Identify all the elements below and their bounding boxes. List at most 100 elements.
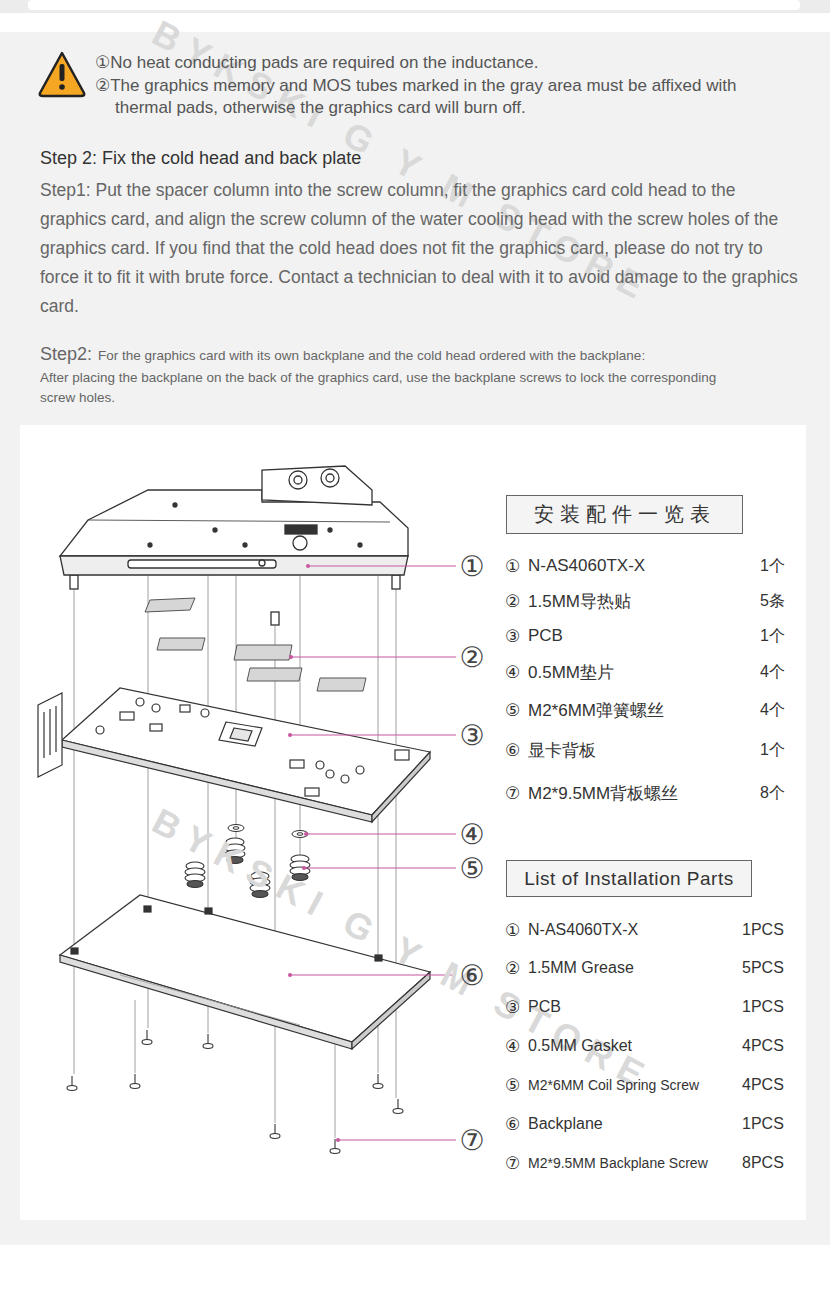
screws [397, 1099, 398, 1109]
screws [274, 1124, 275, 1134]
cold-head [328, 528, 332, 532]
leader-lines [306, 833, 456, 834]
watermark: BYKSKI G Y M STORE [145, 800, 659, 1100]
leader-lines [290, 734, 456, 735]
callout-number: ④ [459, 818, 484, 851]
callout-number: ② [459, 641, 484, 674]
part-quantity: 4个 [760, 700, 785, 721]
part-quantity: 1PCS [742, 1115, 784, 1133]
callout-number: ③ [459, 719, 484, 752]
thermal-pads [234, 645, 292, 660]
warning-note: ②The graphics memory and MOS tubes marke… [95, 75, 775, 119]
pcb [201, 709, 209, 717]
part-quantity: 4个 [760, 662, 785, 683]
leader-lines [291, 656, 456, 657]
washers [297, 833, 303, 836]
part-name: N-AS4060TX-X [528, 921, 638, 939]
part-number: ① [505, 556, 520, 576]
backplane [144, 906, 151, 912]
part-quantity: 8个 [760, 783, 785, 804]
cold-head [243, 543, 247, 547]
pcb [38, 693, 62, 777]
screws [130, 1084, 140, 1089]
cold-head [259, 560, 265, 566]
step-heading: Step 2: Fix the cold head and back plate [40, 148, 361, 169]
part-number: ⑤ [505, 700, 520, 720]
thermal-pads [145, 598, 195, 612]
guide-lines [396, 589, 397, 1098]
part-number: ⑦ [505, 783, 520, 803]
step-text: After placing the backplane on the back … [40, 368, 740, 408]
screws [203, 1044, 213, 1049]
leader-lines [336, 1138, 340, 1142]
part-number: ⑥ [505, 1114, 520, 1134]
part-quantity: 8PCS [742, 1154, 784, 1172]
cold-head [358, 543, 362, 547]
backplane [352, 972, 430, 1049]
thermal-pads [145, 598, 366, 691]
part-name: M2*9.5MM背板螺丝 [528, 782, 678, 805]
cold-head [173, 503, 177, 507]
pcb [136, 698, 144, 706]
part-name: 显卡背板 [528, 739, 596, 762]
leader-lines [308, 565, 456, 566]
pcb [372, 752, 430, 822]
page-ground [28, 0, 800, 10]
part-number: ③ [505, 997, 520, 1017]
backplane [71, 948, 78, 954]
guide-lines [74, 589, 75, 1074]
table-heading: List of Installation Parts [524, 868, 733, 890]
cold-head [293, 536, 307, 550]
screws [71, 1076, 72, 1086]
pcb [395, 750, 409, 760]
backplane [60, 955, 352, 1049]
page-ground [0, 0, 830, 1245]
screws [377, 1074, 378, 1084]
pcb [180, 705, 190, 712]
leader-lines [304, 867, 456, 868]
part-name: 0.5MM垫片 [528, 661, 614, 684]
leader-lines [289, 655, 293, 659]
cold-head [262, 466, 372, 505]
part-number: ③ [505, 626, 520, 646]
thermal-pads [247, 668, 302, 681]
pcb [326, 770, 334, 778]
part-name: PCB [528, 998, 561, 1016]
warning-icon [60, 64, 65, 81]
screws [334, 1139, 335, 1149]
pcb [43, 712, 44, 758]
leader-lines [306, 564, 310, 568]
screws [142, 1040, 152, 1045]
cold-head [392, 575, 400, 589]
leader-lines [288, 973, 292, 977]
pcb [290, 760, 304, 768]
screws [270, 1134, 280, 1139]
cold-head [285, 525, 317, 534]
washers [228, 825, 244, 832]
part-name: M2*9.5MM Backplane Screw [528, 1155, 708, 1171]
screws [67, 1030, 403, 1154]
leader-lines [304, 832, 308, 836]
pcb [316, 761, 324, 769]
cold-head [294, 476, 302, 484]
step-heading: Step2: [40, 344, 92, 365]
screws [134, 1074, 135, 1084]
step-text: Step1: Put the spacer column into the sc… [40, 176, 805, 321]
page-ground [0, 32, 830, 1245]
leader-lines [302, 866, 306, 870]
part-quantity: 4PCS [742, 1037, 784, 1055]
pcb [49, 709, 50, 755]
part-quantity: 5PCS [742, 959, 784, 977]
leader-lines [338, 1139, 456, 1140]
page-ground [0, 0, 830, 13]
cold-head [321, 469, 339, 487]
cold-head [271, 612, 279, 625]
warning-icon [59, 84, 65, 90]
part-number: ① [505, 920, 520, 940]
pcb [305, 788, 319, 796]
table-heading-box: 安装配件一览表 [506, 495, 743, 534]
part-name: PCB [528, 626, 563, 646]
cold-head [88, 520, 390, 522]
guide-lines [335, 1042, 336, 1138]
